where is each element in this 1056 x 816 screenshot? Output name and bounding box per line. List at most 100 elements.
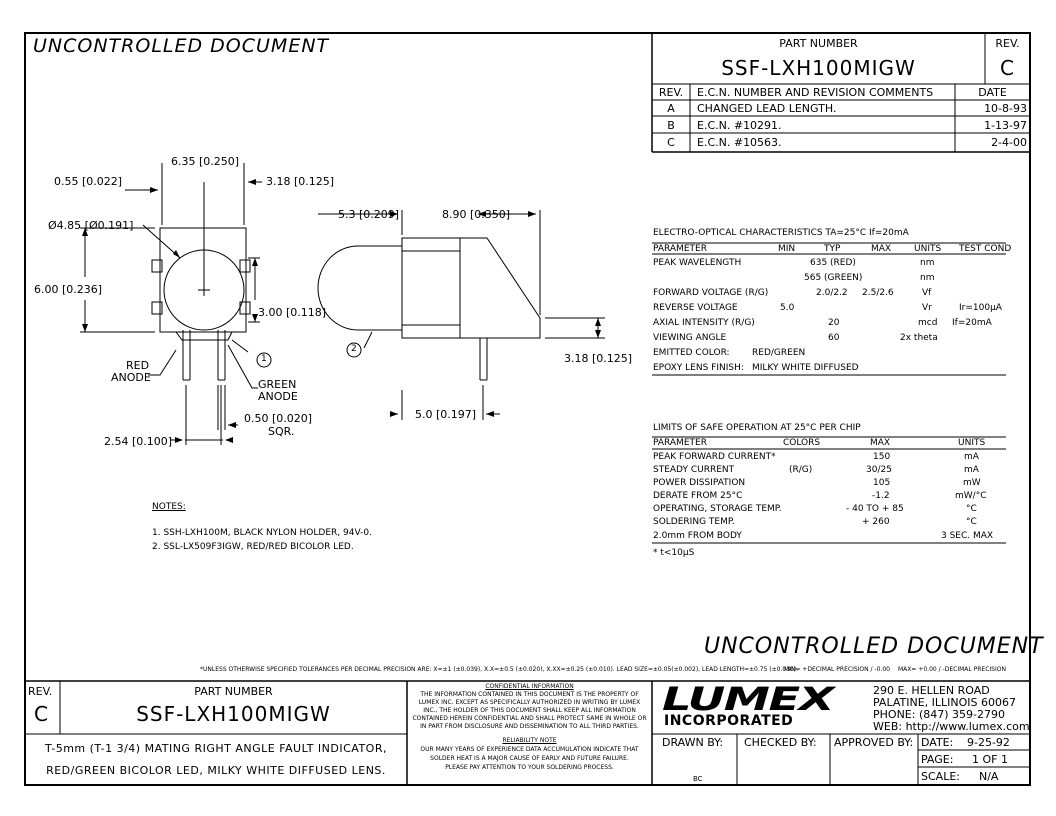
eo-r5-typ: 60 [828, 333, 840, 343]
description-line-1: T-5mm (T-1 3/4) MATING RIGHT ANGLE FAULT… [45, 742, 387, 755]
eo-r0-typ: 635 (RED) [810, 258, 856, 268]
dim-5-0: 5.0 [0.197] [415, 408, 477, 421]
eo-r0-units: nm [920, 258, 935, 268]
eo-r4-typ: 20 [828, 318, 840, 328]
sl-r0-units: mA [964, 452, 979, 462]
scale-label: SCALE: [921, 770, 960, 783]
note-1: 1. SSH-LXH100M, BLACK NYLON HOLDER, 94V-… [152, 528, 372, 538]
date-header: DATE [978, 86, 1007, 99]
sl-r5-units: °C [966, 517, 977, 527]
drawn-by: BC [693, 775, 703, 783]
sl-r5-param: SOLDERING TEMP. [653, 517, 735, 527]
logo-subtext: INCORPORATED [664, 713, 794, 729]
sl-r3-param: DERATE FROM 25°C [653, 491, 743, 501]
eo-h-test: TEST COND [959, 244, 1012, 254]
rev-row-a: A [667, 102, 675, 115]
sl-r4-max: - 40 TO + 85 [846, 504, 904, 514]
notes-heading: NOTES: [152, 502, 186, 512]
part-number: SSF-LXH100MIGW [721, 56, 916, 80]
part-number-label: PART NUMBER [779, 37, 858, 50]
eo-r2-typ: 2.0/2.2 [816, 288, 848, 298]
sl-r2-units: mW [963, 478, 981, 488]
bottom-rev-label: REV. [28, 685, 53, 698]
rev-header: REV. [658, 86, 684, 99]
dim-5-3: 5.3 [0.209] [338, 208, 400, 221]
eo-r3-param: REVERSE VOLTAGE [653, 303, 738, 313]
watermark-bottom: UNCONTROLLED DOCUMENT [704, 634, 1044, 659]
eo-r1-units: nm [920, 273, 935, 283]
eo-h-typ: TYP [824, 244, 841, 254]
callout-2: 2 [351, 344, 357, 354]
sl-r2-param: POWER DISSIPATION [653, 478, 746, 488]
eo-heading: ELECTRO-OPTICAL CHARACTERISTICS TA=25°C … [653, 228, 909, 238]
sl-r4-units: °C [966, 504, 977, 514]
eo-h-max: MAX [871, 244, 892, 254]
red-anode-label-1: RED [126, 359, 150, 372]
sl-r0-max: 150 [873, 452, 891, 462]
sl-r1-max: 30/25 [866, 465, 892, 475]
eo-r3-test: Ir=100µA [959, 303, 1002, 313]
sl-footnote: * t<10µS [653, 548, 695, 558]
emitted-color-label: EMITTED COLOR: [653, 348, 730, 358]
red-anode-label-2: ANODE [111, 371, 151, 384]
sl-h-param: PARAMETER [653, 438, 707, 448]
reliability-line-3: PLEASE PAY ATTENTION TO YOUR SOLDERING P… [445, 764, 614, 771]
bottom-rev: C [34, 702, 49, 726]
dim-3-00: 3.00 [0.118] [258, 306, 327, 319]
drawn-by-label: DRAWN BY: [662, 736, 724, 749]
drawing-frame [24, 32, 1031, 786]
rev-row-c-date: 2-4-00 [991, 136, 1027, 149]
sl-r5-max: + 260 [862, 517, 890, 527]
eo-r4-test: If=20mA [952, 318, 992, 328]
rev-value: C [1000, 56, 1015, 80]
confidential-line-1: THE INFORMATION CONTAINED IN THIS DOCUME… [420, 691, 639, 698]
eo-r0-param: PEAK WAVELENGTH [653, 258, 742, 268]
page-label: PAGE: [921, 753, 954, 766]
approved-by-label: APPROVED BY: [834, 736, 914, 749]
dim-0-50: 0.50 [0.020] [244, 412, 313, 425]
sl-r3-units: mW/°C [955, 491, 987, 501]
dim-sqr: SQR. [268, 425, 295, 438]
rev-row-b-date: 1-13-97 [984, 119, 1027, 132]
dim-6-35: 6.35 [0.250] [171, 155, 240, 168]
rev-row-a-date: 10-8-93 [984, 102, 1027, 115]
confidential-line-3: INC., THE HOLDER OF THIS DOCUMENT SHALL … [423, 707, 636, 714]
sl-h-max: MAX [870, 438, 891, 448]
sl-r1-colors: (R/G) [789, 465, 813, 475]
lens-finish: MILKY WHITE DIFFUSED [752, 363, 859, 373]
sl-r1-units: mA [964, 465, 979, 475]
tolerance-max: MAX= +0.00 / -DECIMAL PRECISION [898, 666, 1006, 673]
confidential-line-2: LUMEX INC. EXCEPT AS SPECIFICALLY AUTHOR… [418, 699, 641, 706]
rev-label: REV. [995, 37, 1020, 50]
green-anode-label-1: GREEN [258, 378, 297, 391]
sl-r6-units: 3 SEC. MAX [941, 531, 994, 541]
eo-r3-min: 5.0 [780, 303, 795, 313]
dim-8-90: 8.90 [0.350] [442, 208, 511, 221]
page-value: 1 OF 1 [972, 753, 1008, 766]
sl-heading: LIMITS OF SAFE OPERATION AT 25°C PER CHI… [653, 423, 861, 433]
address-line-1: 290 E. HELLEN ROAD [873, 684, 990, 697]
bottom-part-label: PART NUMBER [194, 685, 273, 698]
checked-by-label: CHECKED BY: [744, 736, 817, 749]
eo-h-min: MIN [778, 244, 796, 254]
lens-label: EPOXY LENS FINISH: [653, 363, 744, 373]
eo-r2-param: FORWARD VOLTAGE (R/G) [653, 288, 769, 298]
confidential-line-5: IN PART FROM DISCLOSURE AND DISSEMINATIO… [420, 723, 639, 730]
address-line-2: PALATINE, ILLINOIS 60067 [873, 696, 1016, 709]
eo-r2-max: 2.5/2.6 [862, 288, 894, 298]
eo-h-param: PARAMETER [653, 244, 707, 254]
sl-r2-max: 105 [873, 478, 891, 488]
dim-0-55: 0.55 [0.022] [54, 175, 123, 188]
tolerance-min: MIN= +DECIMAL PRECISION / -0.00 [784, 666, 890, 673]
watermark-top: UNCONTROLLED DOCUMENT [33, 35, 330, 57]
reliability-line-1: OUR MANY YEARS OF EXPERIENCE DATA ACCUMU… [420, 746, 639, 753]
note-2: 2. SSL-LX509F3IGW, RED/RED BICOLOR LED. [152, 542, 354, 552]
dim-3-18-top: 3.18 [0.125] [266, 175, 335, 188]
sl-r1-param: STEADY CURRENT [653, 465, 735, 475]
rev-row-c-comment: E.C.N. #10563. [697, 136, 782, 149]
confidential-line-4: CONTAINED HEREIN CONFIDENTIAL AND SHALL … [412, 715, 647, 722]
rev-row-b-comment: E.C.N. #10291. [697, 119, 782, 132]
rev-row-c: C [667, 136, 675, 149]
logo-text: LUMEX [662, 680, 835, 718]
eo-r3-units: Vr [922, 303, 932, 313]
